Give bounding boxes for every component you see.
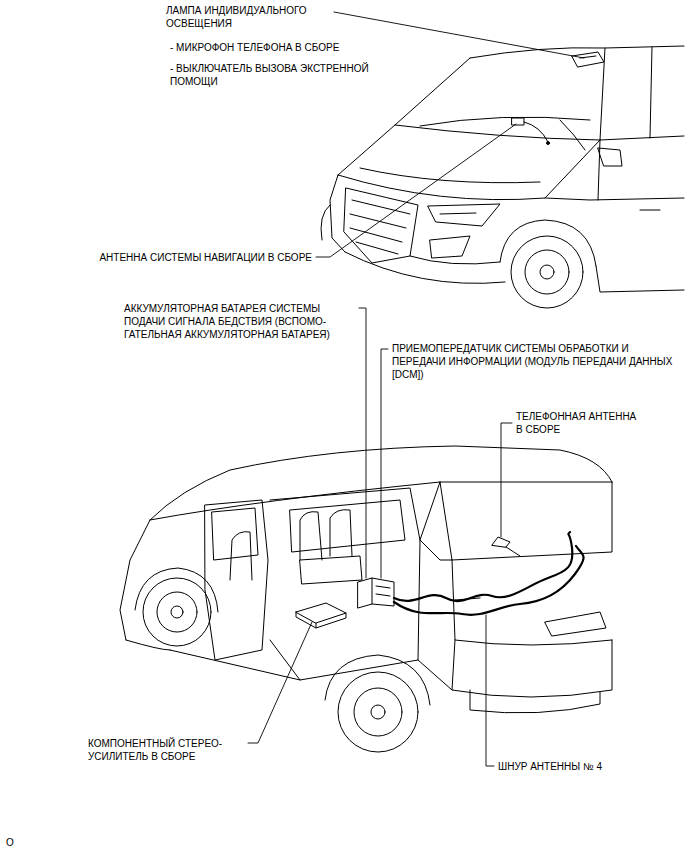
part-label-text: ШНУР АНТЕННЫ № 4 [498,761,602,772]
sub-part-label: - ВЫКЛЮЧАТЕЛЬ ВЫЗОВА ЭКСТРЕННОЙ ПОМОЩИ [170,62,410,88]
part-label-text: ПРИЕМОПЕРЕДАТЧИК СИСТЕМЫ ОБРАБОТКИ И ПЕР… [392,343,672,380]
part-label-text: ЛАМПА ИНДИВИДУАЛЬНОГО ОСВЕЩЕНИЯ [166,5,307,29]
part-label-text: АНТЕННА СИСТЕМЫ НАВИГАЦИИ В СБОРЕ [99,252,312,263]
leader-lines [248,12,584,766]
part-label: ПРИЕМОПЕРЕДАТЧИК СИСТЕМЫ ОБРАБОТКИ И ПЕР… [392,342,677,381]
part-label: КОМПОНЕНТНЫЙ СТЕРЕО- УСИЛИТЕЛЬ В СБОРЕ [88,737,246,763]
part-label-text: ТЕЛЕФОННАЯ АНТЕННА В СБОРЕ [516,411,636,435]
figure-code: O [6,836,36,849]
sub-part-label: - МИКРОФОН ТЕЛЕФОНА В СБОРЕ [170,41,410,54]
part-label-text: АККУМУЛЯТОРНАЯ БАТАРЕЯ СИСТЕМЫ ПОДАЧИ СИ… [124,303,330,340]
part-label: ТЕЛЕФОННАЯ АНТЕННА В СБОРЕ [516,410,641,436]
part-label: ЛАМПА ИНДИВИДУАЛЬНОГО ОСВЕЩЕНИЯ [166,4,331,30]
sub-part-label-text: - МИКРОФОН ТЕЛЕФОНА В СБОРЕ [170,42,339,53]
part-label: АККУМУЛЯТОРНАЯ БАТАРЕЯ СИСТЕМЫ ПОДАЧИ СИ… [124,302,356,341]
part-label: АНТЕННА СИСТЕМЫ НАВИГАЦИИ В СБОРЕ [70,251,312,264]
front-vehicle-drawing [321,46,684,308]
sub-part-label-text: - ВЫКЛЮЧАТЕЛЬ ВЫЗОВА ЭКСТРЕННОЙ ПОМОЩИ [170,63,369,87]
figure-code-text: O [6,837,14,848]
part-label: ШНУР АНТЕННЫ № 4 [498,760,648,773]
part-label-text: КОМПОНЕНТНЫЙ СТЕРЕО- УСИЛИТЕЛЬ В СБОРЕ [88,738,222,762]
